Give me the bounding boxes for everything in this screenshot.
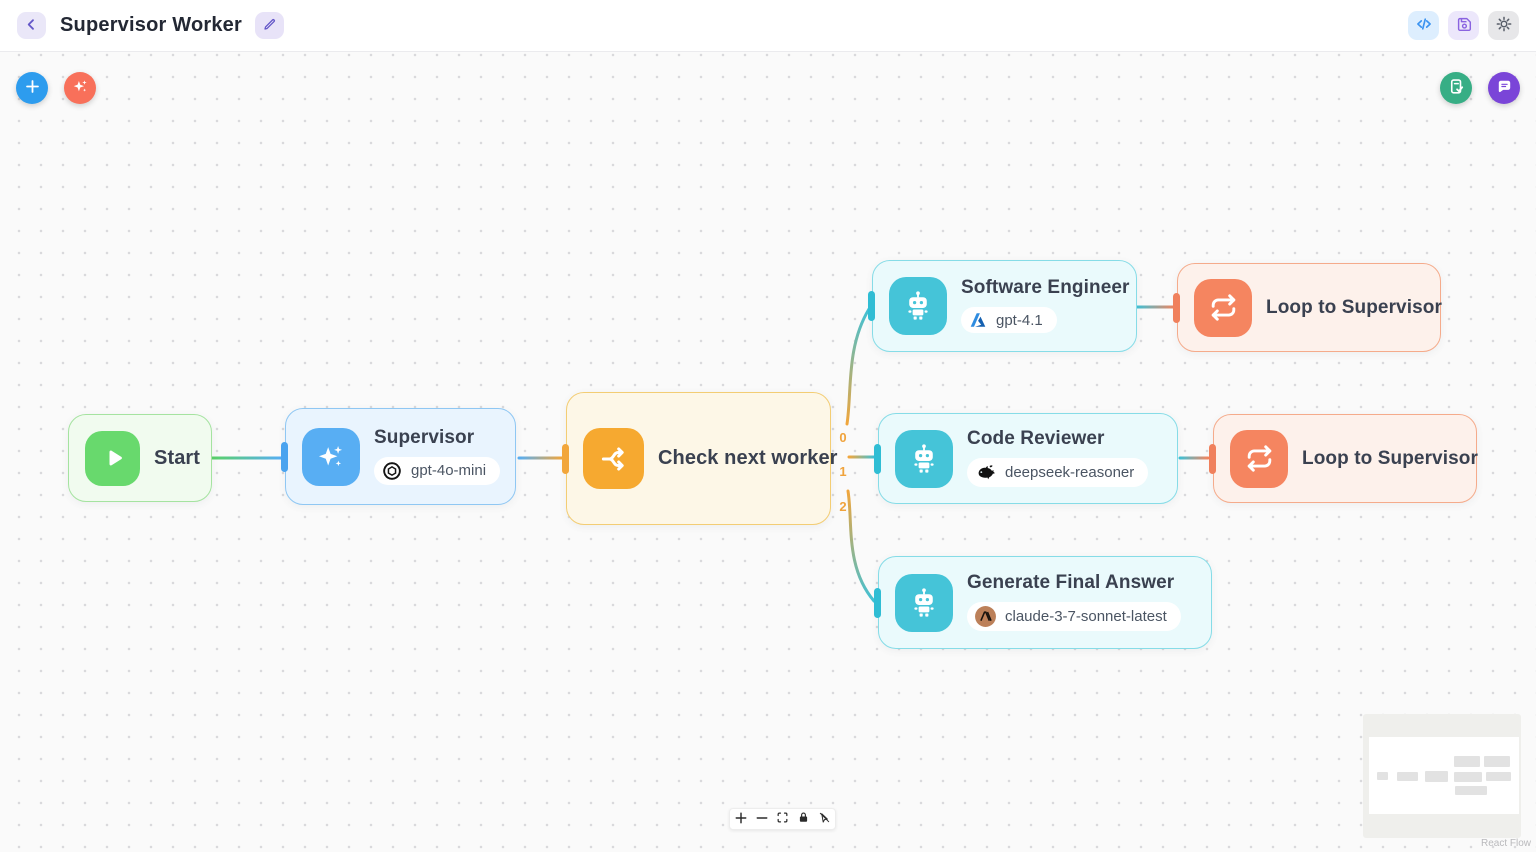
branch-split-icon	[583, 428, 644, 489]
save-button[interactable]	[1448, 11, 1479, 40]
node-title: Generate Final Answer	[967, 572, 1175, 593]
node-check-next-worker[interactable]: Check next worker	[562, 392, 837, 525]
node-loop-to-supervisor-bottom[interactable]: Loop to Supervisor	[1209, 414, 1478, 503]
deepseek-icon	[974, 461, 997, 484]
chat-bubble-icon	[1495, 77, 1514, 99]
settings-button[interactable]	[1488, 11, 1519, 40]
minimap-node	[1425, 771, 1448, 782]
node-loop-to-supervisor-top[interactable]: Loop to Supervisor	[1173, 263, 1442, 352]
node-generate-final-answer[interactable]: Generate Final Answer claude-3-7-sonnet-…	[874, 556, 1212, 649]
target-handle[interactable]	[281, 441, 288, 472]
target-handle[interactable]	[874, 587, 881, 618]
target-handle[interactable]	[562, 443, 569, 474]
anthropic-icon	[974, 605, 997, 628]
run-report-button[interactable]	[1440, 72, 1472, 104]
model-badge: deepseek-reasoner	[967, 458, 1149, 487]
node-title: Loop to Supervisor	[1302, 447, 1478, 469]
fit-view-icon	[776, 811, 789, 827]
node-title: Software Engineer	[961, 277, 1130, 298]
edge-label-2: 2	[839, 499, 847, 514]
pencil-icon	[262, 17, 277, 35]
code-view-button[interactable]	[1408, 11, 1439, 40]
target-handle[interactable]	[1173, 292, 1180, 323]
azure-icon	[968, 310, 988, 330]
node-title: Code Reviewer	[967, 428, 1105, 449]
pointer-off-icon	[818, 811, 831, 827]
robot-icon	[895, 429, 953, 488]
model-badge: gpt-4o-mini	[374, 456, 501, 485]
edge-label-0: 0	[839, 430, 847, 445]
node-title: Supervisor	[374, 426, 475, 448]
loop-icon	[1230, 429, 1288, 488]
minimap-node	[1455, 786, 1487, 795]
robot-icon	[889, 277, 947, 335]
model-badge: gpt-4.1	[961, 307, 1057, 333]
robot-icon	[895, 573, 953, 632]
chat-button[interactable]	[1488, 72, 1520, 104]
page-title: Supervisor Worker	[60, 14, 242, 36]
zoom-out-button[interactable]	[751, 809, 772, 829]
sparkles-icon	[302, 427, 360, 486]
minimap-node	[1454, 756, 1480, 767]
minimap-node	[1484, 756, 1510, 767]
minimap-node	[1377, 772, 1388, 780]
minimap-node	[1454, 772, 1482, 782]
openai-icon	[381, 460, 403, 482]
toggle-interactivity-button[interactable]	[814, 809, 835, 829]
lock-icon	[797, 811, 810, 827]
zoom-in-button[interactable]	[730, 809, 751, 829]
react-flow-attribution: React Flow	[1480, 838, 1531, 849]
model-badge: claude-3-7-sonnet-latest	[967, 602, 1181, 631]
model-name: gpt-4o-mini	[411, 462, 487, 479]
save-icon	[1455, 15, 1473, 36]
document-check-icon	[1447, 77, 1466, 99]
model-name: claude-3-7-sonnet-latest	[1005, 608, 1167, 625]
plus-icon	[24, 78, 41, 98]
back-button[interactable]	[17, 12, 46, 39]
header: Supervisor Worker	[0, 0, 1536, 52]
minus-icon	[756, 812, 768, 827]
fit-view-button[interactable]	[772, 809, 793, 829]
sparkles-icon	[71, 77, 90, 99]
minimap[interactable]	[1363, 714, 1521, 838]
minimap-node	[1486, 772, 1511, 781]
edge-label-1: 1	[839, 464, 847, 479]
edit-title-button[interactable]	[254, 12, 284, 39]
lock-button[interactable]	[793, 809, 814, 829]
node-title: Start	[154, 446, 201, 469]
node-supervisor[interactable]: Supervisor gpt-4	[281, 408, 516, 505]
plus-icon	[735, 812, 747, 827]
node-title: Loop to Supervisor	[1266, 296, 1442, 318]
node-software-engineer[interactable]: Software Engineer gpt-4.1	[868, 260, 1137, 352]
add-node-button[interactable]	[16, 72, 48, 104]
ai-assistant-button[interactable]	[64, 72, 96, 104]
gear-icon	[1495, 15, 1513, 36]
node-code-reviewer[interactable]: Code Reviewer deepseek-reasoner	[874, 413, 1178, 504]
node-start[interactable]: Start	[68, 414, 212, 502]
model-name: deepseek-reasoner	[1005, 464, 1135, 481]
target-handle[interactable]	[868, 291, 875, 321]
model-name: gpt-4.1	[996, 311, 1043, 329]
target-handle[interactable]	[1209, 443, 1216, 474]
node-title: Check next worker	[658, 447, 838, 469]
minimap-node	[1397, 772, 1418, 781]
chevron-left-icon	[24, 17, 39, 35]
canvas-controls	[729, 808, 836, 830]
target-handle[interactable]	[874, 443, 881, 474]
flow-canvas[interactable]: 0 1 2 Start Supervisor	[0, 52, 1536, 852]
code-icon	[1415, 15, 1433, 36]
play-icon	[85, 430, 140, 486]
loop-icon	[1194, 278, 1252, 337]
